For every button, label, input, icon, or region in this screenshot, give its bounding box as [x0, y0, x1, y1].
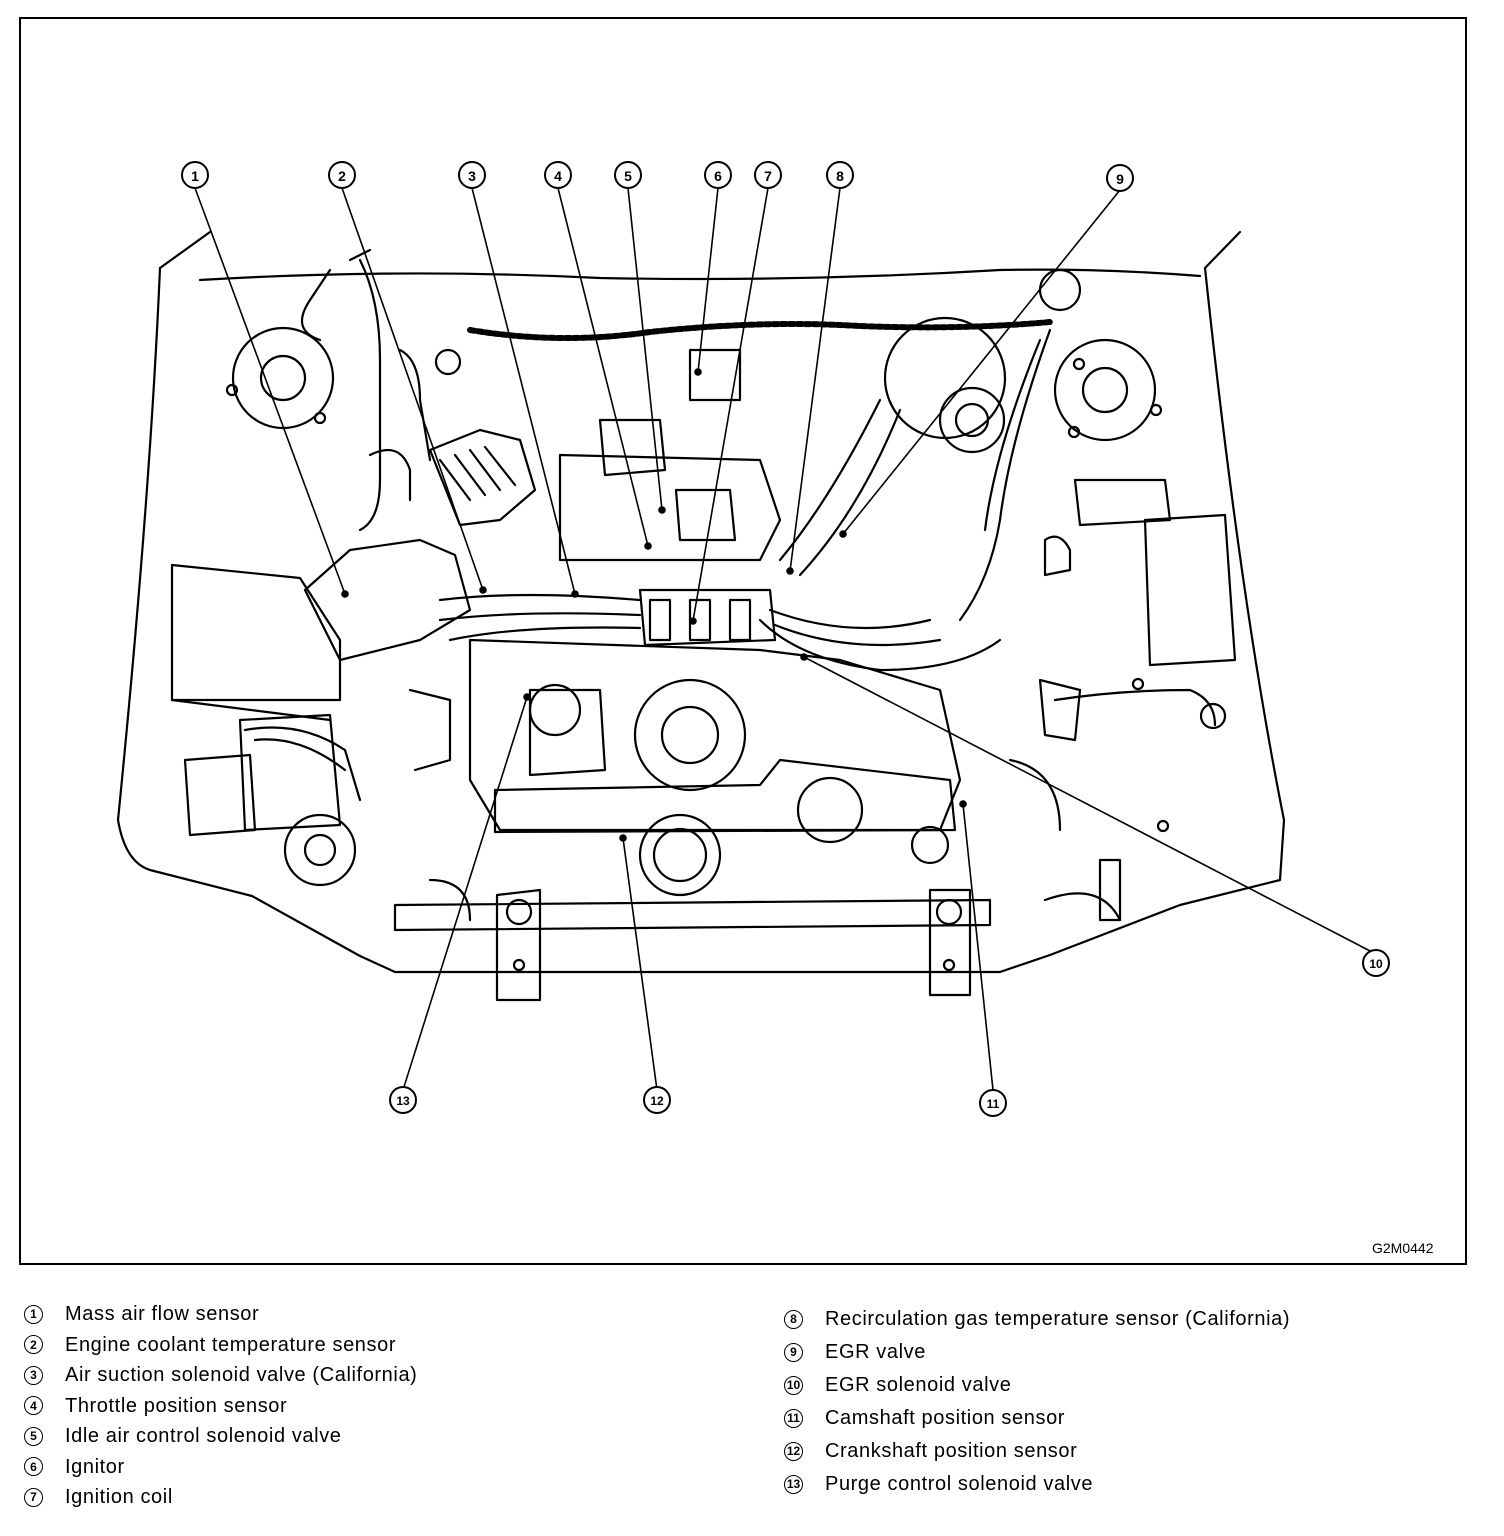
- legend-item: 3 Air suction solenoid valve (California): [24, 1360, 417, 1391]
- legend-label: Idle air control solenoid valve: [65, 1425, 342, 1447]
- callout-9: 9: [1116, 171, 1124, 187]
- legend-left-column: 1 Mass air flow sensor 2 Engine coolant te…: [24, 1299, 417, 1513]
- legend-item: 2 Engine coolant temperature sensor: [24, 1330, 417, 1361]
- callout-13: 13: [396, 1094, 410, 1108]
- callout-12: 12: [650, 1094, 664, 1108]
- legend-label: Camshaft position sensor: [825, 1407, 1066, 1429]
- legend-number: 3: [24, 1365, 43, 1385]
- legend-number: 2: [24, 1335, 43, 1355]
- legend-item: 12 Crankshaft position sensor: [784, 1435, 1290, 1468]
- legend-label: EGR valve: [825, 1341, 926, 1363]
- legend-number: 5: [24, 1426, 43, 1446]
- legend-item: 11 Camshaft position sensor: [784, 1402, 1290, 1435]
- coolant-reservoir: [283, 813, 357, 887]
- legend-label: Purge control solenoid valve: [825, 1473, 1094, 1495]
- legend-number: 12: [784, 1442, 803, 1461]
- legend-item: 4 Throttle position sensor: [24, 1391, 417, 1422]
- legend-label: Air suction solenoid valve (California): [65, 1364, 418, 1386]
- battery: [1143, 513, 1237, 667]
- callout-11: 11: [987, 1097, 1000, 1111]
- cowl-outline: [198, 268, 1202, 282]
- callout-2: 2: [338, 168, 346, 184]
- callout-6: 6: [714, 168, 722, 184]
- callout-4: 4: [554, 168, 562, 184]
- solenoid-bank: [638, 588, 777, 647]
- legend-label: Ignitor: [65, 1455, 125, 1478]
- legend-item: 5 Idle air control solenoid valve: [24, 1421, 417, 1452]
- body-outline: [116, 266, 1286, 974]
- callout-5: 5: [624, 168, 632, 184]
- diagram-frame: [19, 17, 1467, 1265]
- right-strut-tower: [1053, 338, 1157, 442]
- air-cleaner-box: [170, 563, 342, 702]
- legend-number: 4: [24, 1396, 43, 1416]
- engine-compartment-diagram: 1 2 3 4 5 6 7 8 9 10 11 12 13: [116, 161, 1390, 1117]
- legend-label: Mass air flow sensor: [65, 1303, 260, 1325]
- legend-number: 10: [784, 1376, 803, 1395]
- callout-8: 8: [836, 168, 844, 184]
- legend-item: 10 EGR solenoid valve: [784, 1369, 1290, 1402]
- legend-label: Throttle position sensor: [65, 1394, 288, 1417]
- legend-label: EGR solenoid valve: [825, 1374, 1012, 1396]
- callout-3: 3: [468, 168, 476, 184]
- figure-code: G2M0442: [1372, 1240, 1434, 1256]
- legend-number: 1: [24, 1304, 43, 1324]
- legend-number: 7: [24, 1487, 43, 1507]
- callout-1: 1: [191, 168, 199, 184]
- legend-right-column: 8 Recirculation gas temperature sensor (C…: [784, 1303, 1290, 1501]
- legend-item: 13 Purge control solenoid valve: [784, 1468, 1290, 1501]
- legend-item: 6 Ignitor: [24, 1452, 417, 1483]
- legend-label: Crankshaft position sensor: [825, 1440, 1078, 1462]
- legend-item: 1 Mass air flow sensor: [24, 1299, 417, 1330]
- legend-label: Ignition coil: [65, 1486, 173, 1508]
- legend-item: 8 Recirculation gas temperature sensor (C…: [784, 1303, 1290, 1336]
- radiator-support: [393, 898, 992, 932]
- legend-label: Recirculation gas temperature sensor (Ca…: [825, 1308, 1291, 1330]
- legend-number: 9: [784, 1343, 803, 1362]
- callout-7: 7: [764, 168, 772, 184]
- crank-pulley: [638, 813, 722, 897]
- legend-number: 6: [24, 1457, 43, 1477]
- engine-block: [468, 638, 962, 832]
- legend-item: 7 Ignition coil: [24, 1482, 417, 1513]
- legend-number: 8: [784, 1310, 803, 1329]
- legend-label: Engine coolant temperature sensor: [65, 1333, 397, 1356]
- legend-number: 13: [784, 1475, 803, 1494]
- legend-number: 11: [784, 1409, 803, 1428]
- callout-10: 10: [1369, 957, 1383, 971]
- alternator: [633, 678, 747, 792]
- legend-item: 9 EGR valve: [784, 1336, 1290, 1369]
